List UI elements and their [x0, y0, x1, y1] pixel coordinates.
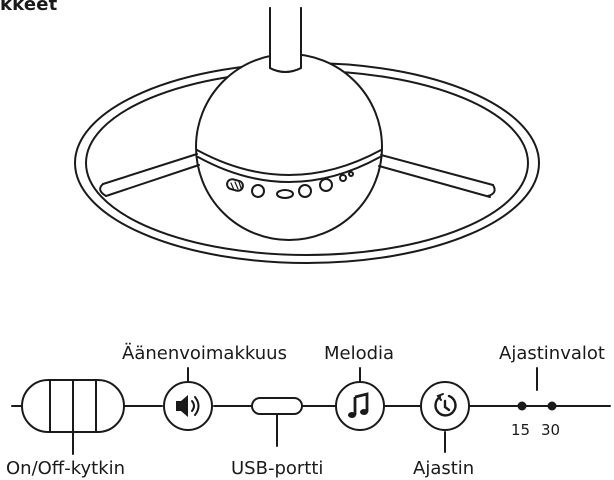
spoke-left: [102, 153, 200, 197]
melody-button-diagram: [335, 367, 385, 431]
timer-light-30-dot: [547, 401, 557, 411]
section-heading: kkeet: [0, 0, 58, 15]
timer-button-diagram: [420, 381, 470, 453]
usb-label: USB-portti: [231, 458, 323, 479]
onoff-label: On/Off-kytkin: [6, 458, 125, 479]
timer-icon: [434, 393, 457, 417]
onoff-switch-diagram: [21, 379, 125, 455]
volume-button-diagram: [163, 367, 213, 431]
speaker-volume-icon: [176, 395, 200, 417]
timer-light-15-dot: [517, 401, 527, 411]
volume-label: Äänenvoimakkuus: [122, 343, 287, 364]
melody-label: Melodia: [324, 343, 394, 364]
lamp-illustration: [74, 7, 540, 264]
equator-band: [196, 149, 382, 176]
sphere: [195, 53, 383, 241]
timer-label: Ajastin: [413, 458, 474, 479]
music-note-icon: [348, 392, 369, 418]
timer-light-30-label: 30: [541, 421, 560, 439]
timer-lights-label: Ajastinvalot: [499, 343, 605, 364]
spoke-right: [378, 154, 494, 198]
usb-port-diagram: [251, 397, 303, 447]
timer-light-15-label: 15: [511, 421, 530, 439]
